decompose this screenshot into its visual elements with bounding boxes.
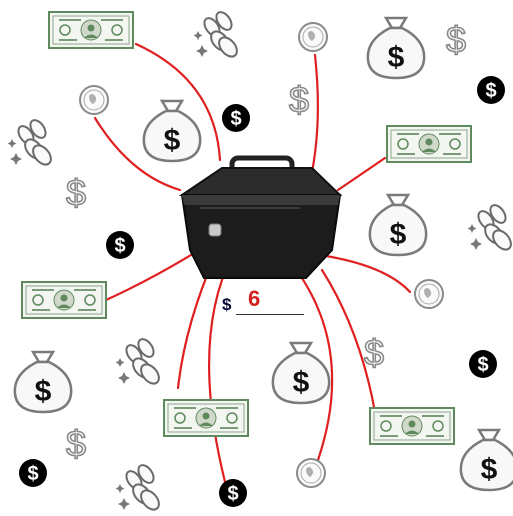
dollar-bill-icon: [370, 408, 454, 444]
black-dollar-coin-icon: [106, 231, 134, 259]
spoke: [338, 158, 385, 190]
spoke: [106, 252, 196, 300]
dollar-bill-icon: [164, 400, 248, 436]
money-bag-icon: [15, 352, 71, 412]
dollar-bill-icon: [387, 126, 471, 162]
black-dollar-coin-icon: [469, 350, 497, 378]
spoke: [320, 255, 410, 292]
money-bag-icon: [368, 18, 424, 78]
black-dollar-coin-icon: [477, 76, 505, 104]
spoke: [312, 55, 318, 172]
coin-pile-icon: [116, 462, 163, 513]
dollar-sign-icon: [446, 19, 466, 60]
coin-pile-icon: [194, 9, 241, 60]
dollar-bill-icon: [49, 12, 133, 48]
money-bag-icon: [461, 430, 513, 490]
money-bag-icon: [273, 343, 329, 403]
silver-coin-icon: [80, 86, 108, 114]
black-dollar-coin-icon: [19, 459, 47, 487]
answer-value: 6: [248, 286, 260, 312]
answer-field: $ 6: [222, 286, 312, 320]
cash-box-icon: [182, 158, 340, 278]
dollar-sign-icon: [66, 172, 86, 213]
dollar-sign-icon: [66, 423, 86, 464]
coin-pile-icon: [8, 117, 55, 168]
black-dollar-coin-icon: [219, 479, 247, 507]
currency-symbol: $: [222, 295, 231, 315]
silver-coin-icon: [299, 23, 327, 51]
money-bag-icon: [144, 101, 200, 161]
dollar-bill-icon: [22, 282, 106, 318]
money-bag-icon: [370, 195, 426, 255]
coin-pile-icon: [116, 336, 163, 387]
silver-coin-icon: [297, 459, 325, 487]
coin-pile-icon: [468, 202, 513, 253]
black-dollar-coin-icon: [222, 104, 250, 132]
dollar-sign-icon: [289, 79, 309, 120]
dollar-sign-icon: [364, 332, 384, 373]
answer-underline: [236, 314, 304, 315]
silver-coin-icon: [415, 280, 443, 308]
